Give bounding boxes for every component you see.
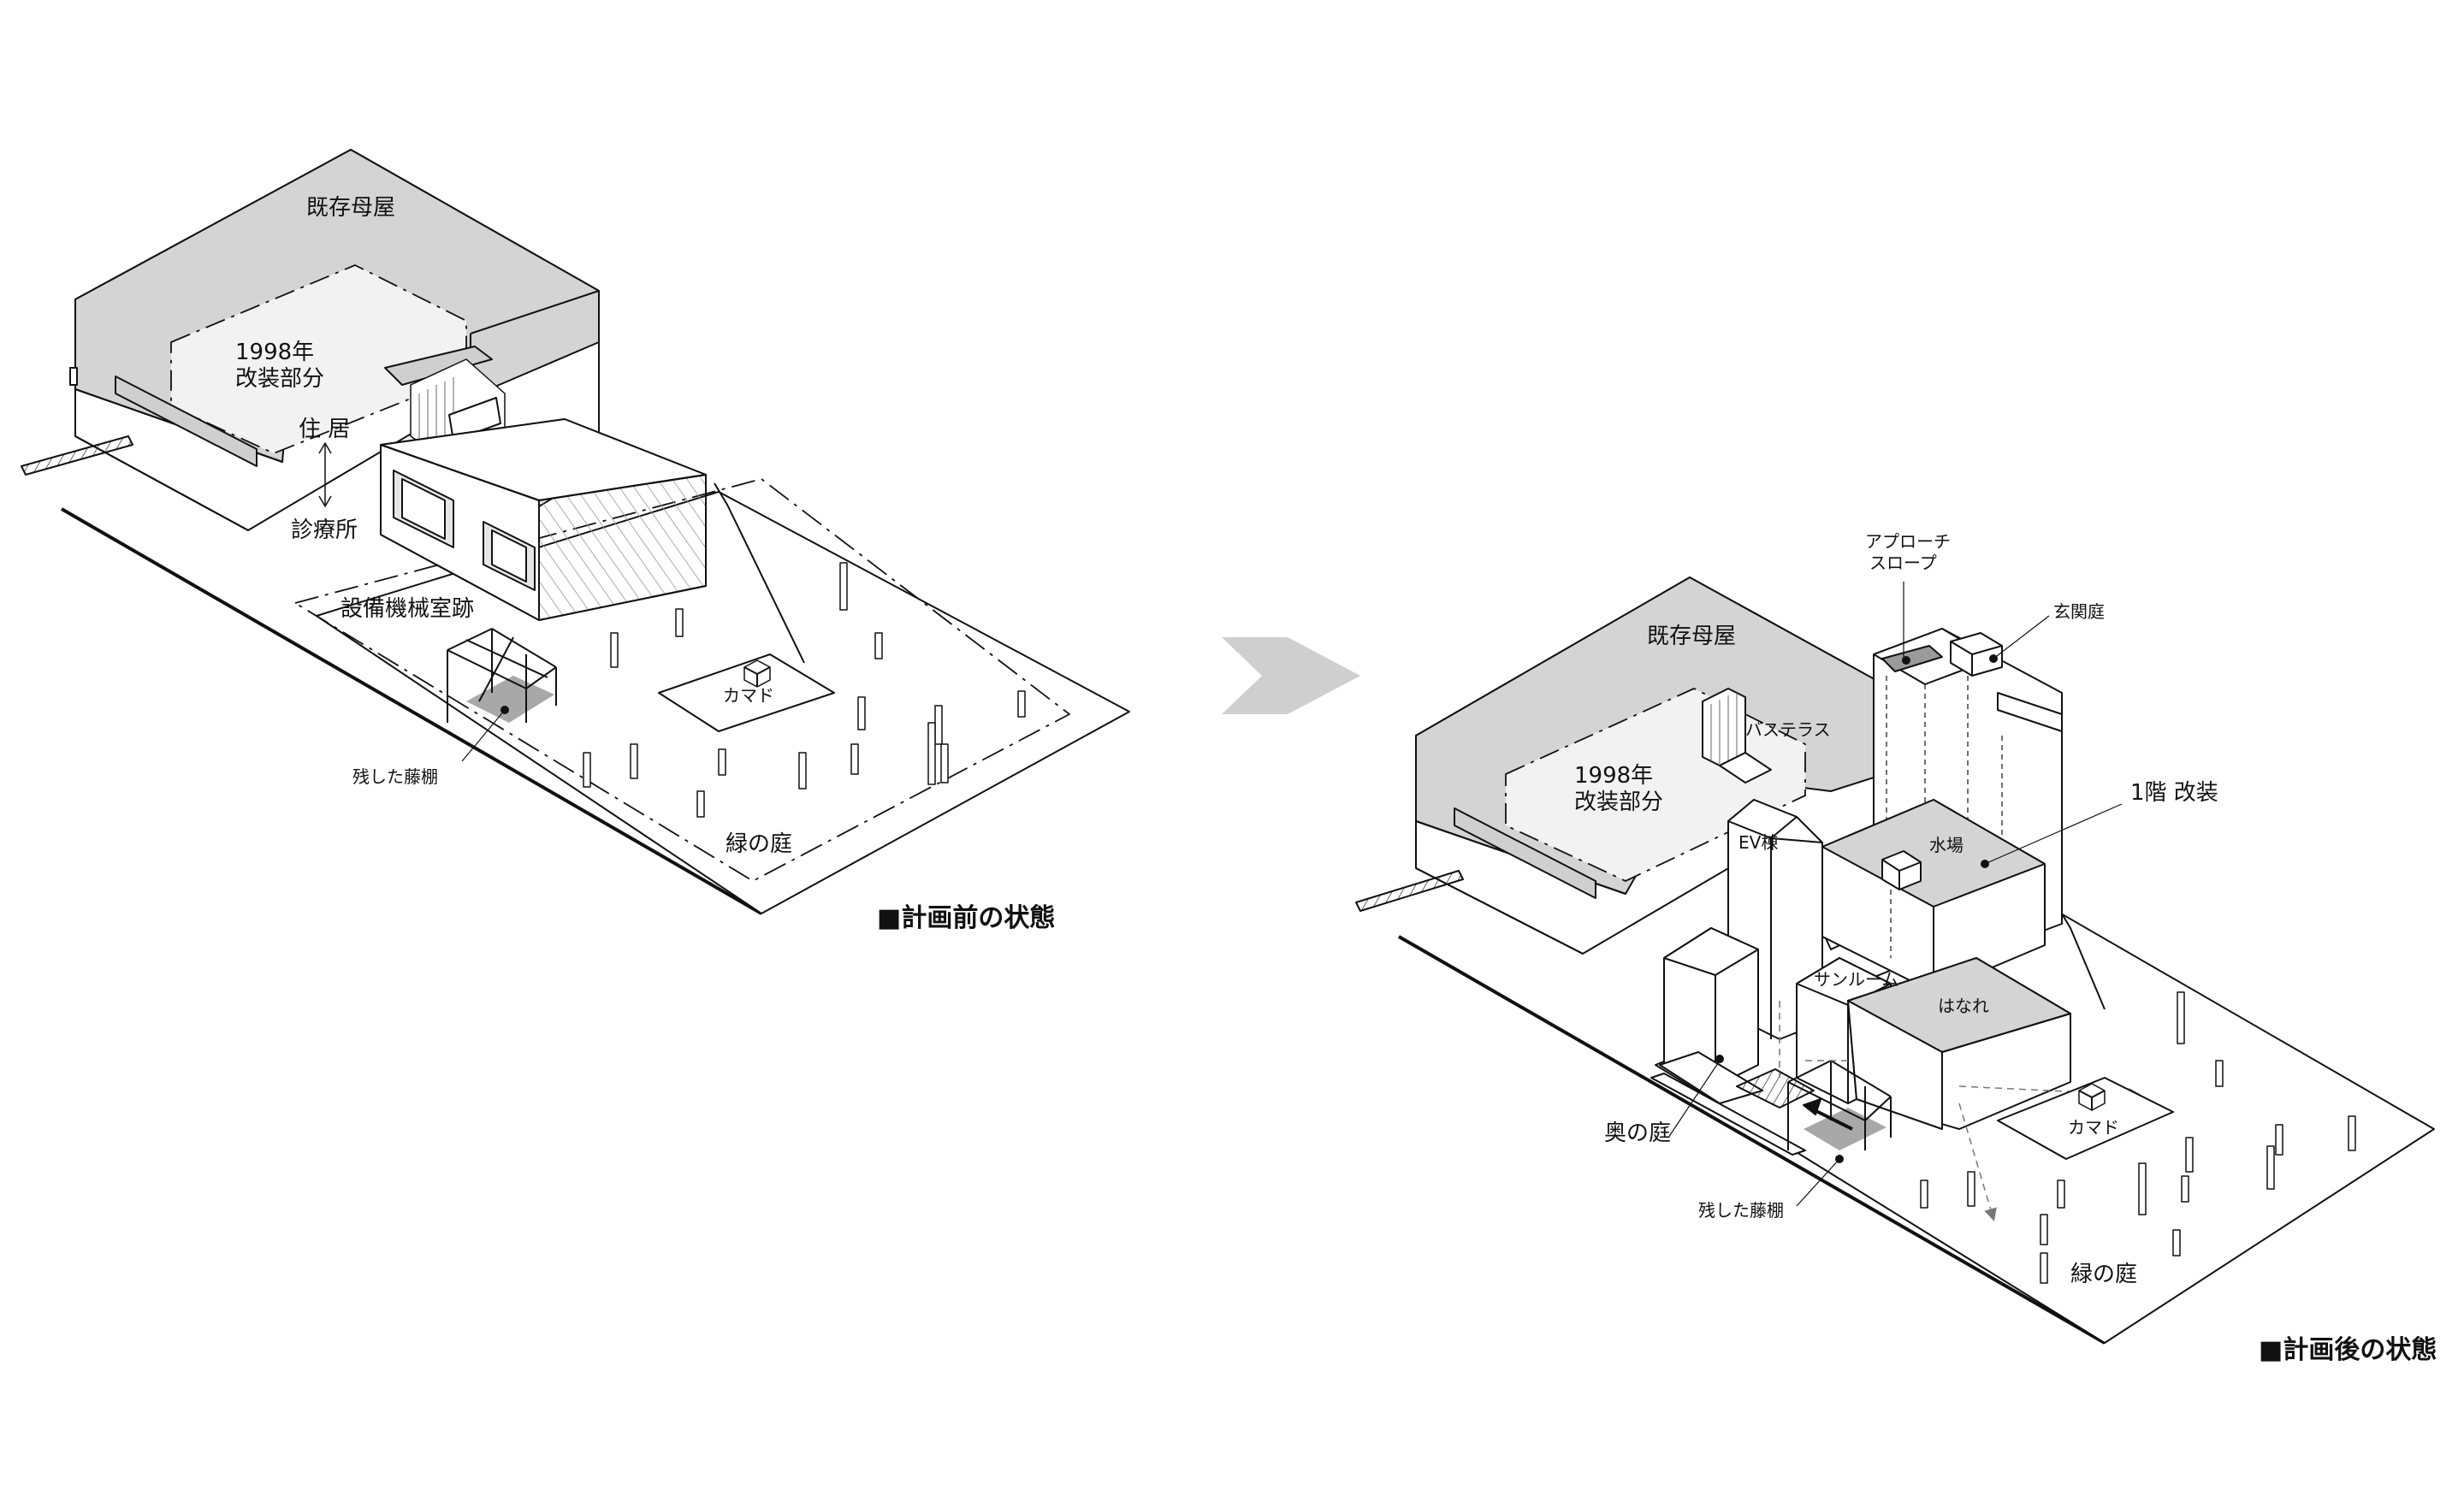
label-existing-main-house: 既存母屋 (306, 195, 395, 221)
exterior-stairs (21, 435, 133, 476)
label-approach-line1: アプローチ (1865, 531, 1951, 552)
kamado-pad (1997, 1077, 2174, 1160)
label-annex: はなれ (1938, 996, 1989, 1016)
label-renovation-year: 1998年 (235, 340, 314, 365)
entrance-court-box (1950, 632, 2003, 677)
ground-line (1398, 935, 2106, 1345)
ground-line (60, 507, 763, 915)
caption-before: ■計画前の状態 (877, 903, 1055, 933)
garden-posts (583, 562, 1026, 818)
label-first-floor-renovation: 1階 改装 (2130, 780, 2218, 806)
label-equipment-room-trace: 設備機械室跡 (341, 596, 474, 622)
label-kamado: カマド (723, 685, 774, 706)
label-wisteria-trellis: 残した藤棚 (1698, 1200, 1784, 1221)
label-ev-wing: EV棟 (1738, 832, 1778, 853)
label-renovation-part: 改装部分 (235, 366, 324, 392)
label-water-area: 水場 (1929, 835, 1964, 855)
label-green-garden: 緑の庭 (726, 831, 792, 857)
label-existing-main-house: 既存母屋 (1647, 624, 1736, 649)
kamado-pad (658, 653, 835, 732)
slope-line (714, 482, 805, 664)
exterior-stairs (1355, 870, 1464, 912)
transition-arrow (1222, 637, 1360, 714)
canopy-slab (115, 375, 258, 467)
before-drawing (21, 149, 1130, 915)
label-back-garden: 奥の庭 (1604, 1121, 1671, 1146)
garden-posts (1920, 991, 2356, 1284)
label-sunroom: サンルーム (1814, 969, 1898, 990)
wisteria-trellis (447, 628, 557, 723)
wisteria-trellis (1787, 1060, 1892, 1150)
label-bath-terrace: バステラス (1745, 719, 1831, 740)
label-renovation-year: 1998年 (1574, 763, 1653, 789)
label-clinic: 診療所 (291, 517, 358, 543)
label-approach-line2: スロープ (1869, 553, 1937, 573)
label-renovation-part: 改装部分 (1574, 789, 1663, 815)
before-labels: 既存母屋 1998年 改装部分 住 居 診療所 設備機械室跡 カマド 残した藤棚… (235, 195, 1055, 933)
caption-after: ■計画後の状態 (2259, 1335, 2437, 1365)
label-kamado: カマド (2068, 1117, 2119, 1138)
after-labels: 既存母屋 1998年 改装部分 バステラス EV棟 水場 1階 改装 アプローチ… (1574, 531, 2437, 1365)
label-residence: 住 居 (299, 417, 350, 442)
label-entrance-court: 玄関庭 (2053, 601, 2105, 622)
label-wisteria-trellis: 残した藤棚 (352, 766, 438, 787)
after-drawing (1355, 577, 2435, 1345)
label-green-garden: 緑の庭 (2070, 1262, 2137, 1287)
